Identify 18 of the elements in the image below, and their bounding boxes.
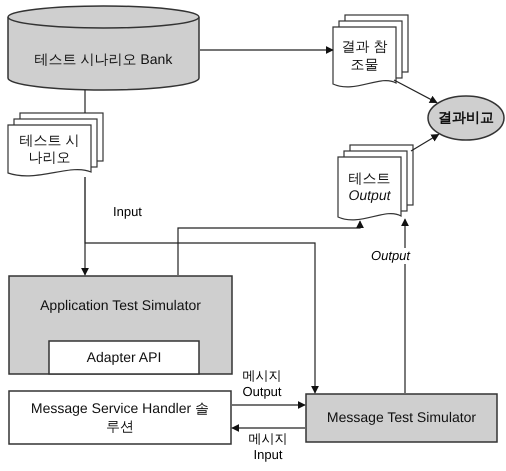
arrow <box>410 134 440 152</box>
connector-line <box>84 90 86 113</box>
arrow <box>200 46 334 54</box>
box-title: Application Test Simulator <box>40 297 201 314</box>
arrow <box>232 401 306 409</box>
arrow <box>394 79 438 104</box>
edge-label: Output <box>370 248 412 264</box>
arrow <box>84 177 319 394</box>
simulator-box <box>8 275 233 375</box>
arrow <box>401 218 409 393</box>
arrow <box>231 424 305 432</box>
simulator-box: Message Test Simulator <box>305 393 498 443</box>
component-box: Adapter API <box>48 340 200 375</box>
arrow <box>177 220 364 275</box>
edge-label: Input <box>112 204 143 220</box>
database-cylinder: 테스트 시나리오 Bank <box>7 5 200 90</box>
process-ellipse: 결과비교 <box>427 95 505 141</box>
process-box: Message Service Handler 솔루션 <box>8 390 232 445</box>
